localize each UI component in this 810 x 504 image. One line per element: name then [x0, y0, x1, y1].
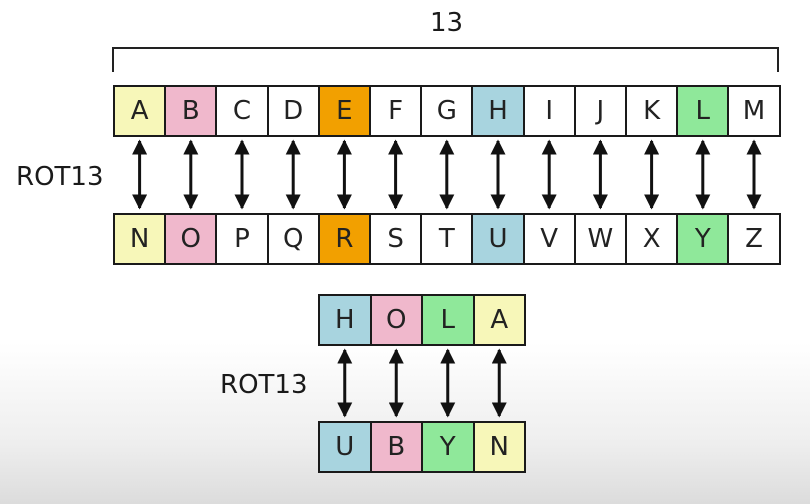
word-bottom-cell-n: N — [472, 421, 526, 473]
rot13-label-alphabet: ROT13 — [16, 162, 104, 192]
alphabet-top-cell-h: H — [471, 85, 525, 137]
alphabet-bottom-cell-n: N — [113, 213, 167, 265]
alphabet-bottom-cell-x: X — [625, 213, 679, 265]
alphabet-bottom-cell-t: T — [420, 213, 474, 265]
alphabet-bottom-cell-y: Y — [676, 213, 730, 265]
alphabet-top-cell-b: B — [164, 85, 218, 137]
alphabet-top-cell-k: K — [625, 85, 679, 137]
word-bottom-cell-u: U — [318, 421, 372, 473]
alphabet-top-cell-g: G — [420, 85, 474, 137]
word-top-cell-o: O — [369, 294, 423, 346]
alphabet-bottom-cell-q: Q — [266, 213, 320, 265]
alphabet-bottom-cell-s: S — [369, 213, 423, 265]
word-top-cell-a: A — [472, 294, 526, 346]
alphabet-bottom-cell-v: V — [522, 213, 576, 265]
word-top-cell-h: H — [318, 294, 372, 346]
alphabet-bottom-cell-u: U — [471, 213, 525, 265]
alphabet-top-cell-f: F — [369, 85, 423, 137]
alphabet-top-cell-m: M — [727, 85, 781, 137]
alphabet-bottom-cell-o: O — [164, 213, 218, 265]
alphabet-top-cell-j: J — [573, 85, 627, 137]
alphabet-top-cell-l: L — [676, 85, 730, 137]
word-top-cell-l: L — [421, 294, 475, 346]
shift-label: 13 — [430, 8, 464, 38]
word-bottom-cell-y: Y — [421, 421, 475, 473]
word-bottom-cell-b: B — [369, 421, 423, 473]
shift-bracket — [112, 47, 779, 72]
alphabet-bottom-cell-z: Z — [727, 213, 781, 265]
alphabet-bottom-cell-p: P — [215, 213, 269, 265]
rot13-label-word: ROT13 — [220, 370, 308, 400]
